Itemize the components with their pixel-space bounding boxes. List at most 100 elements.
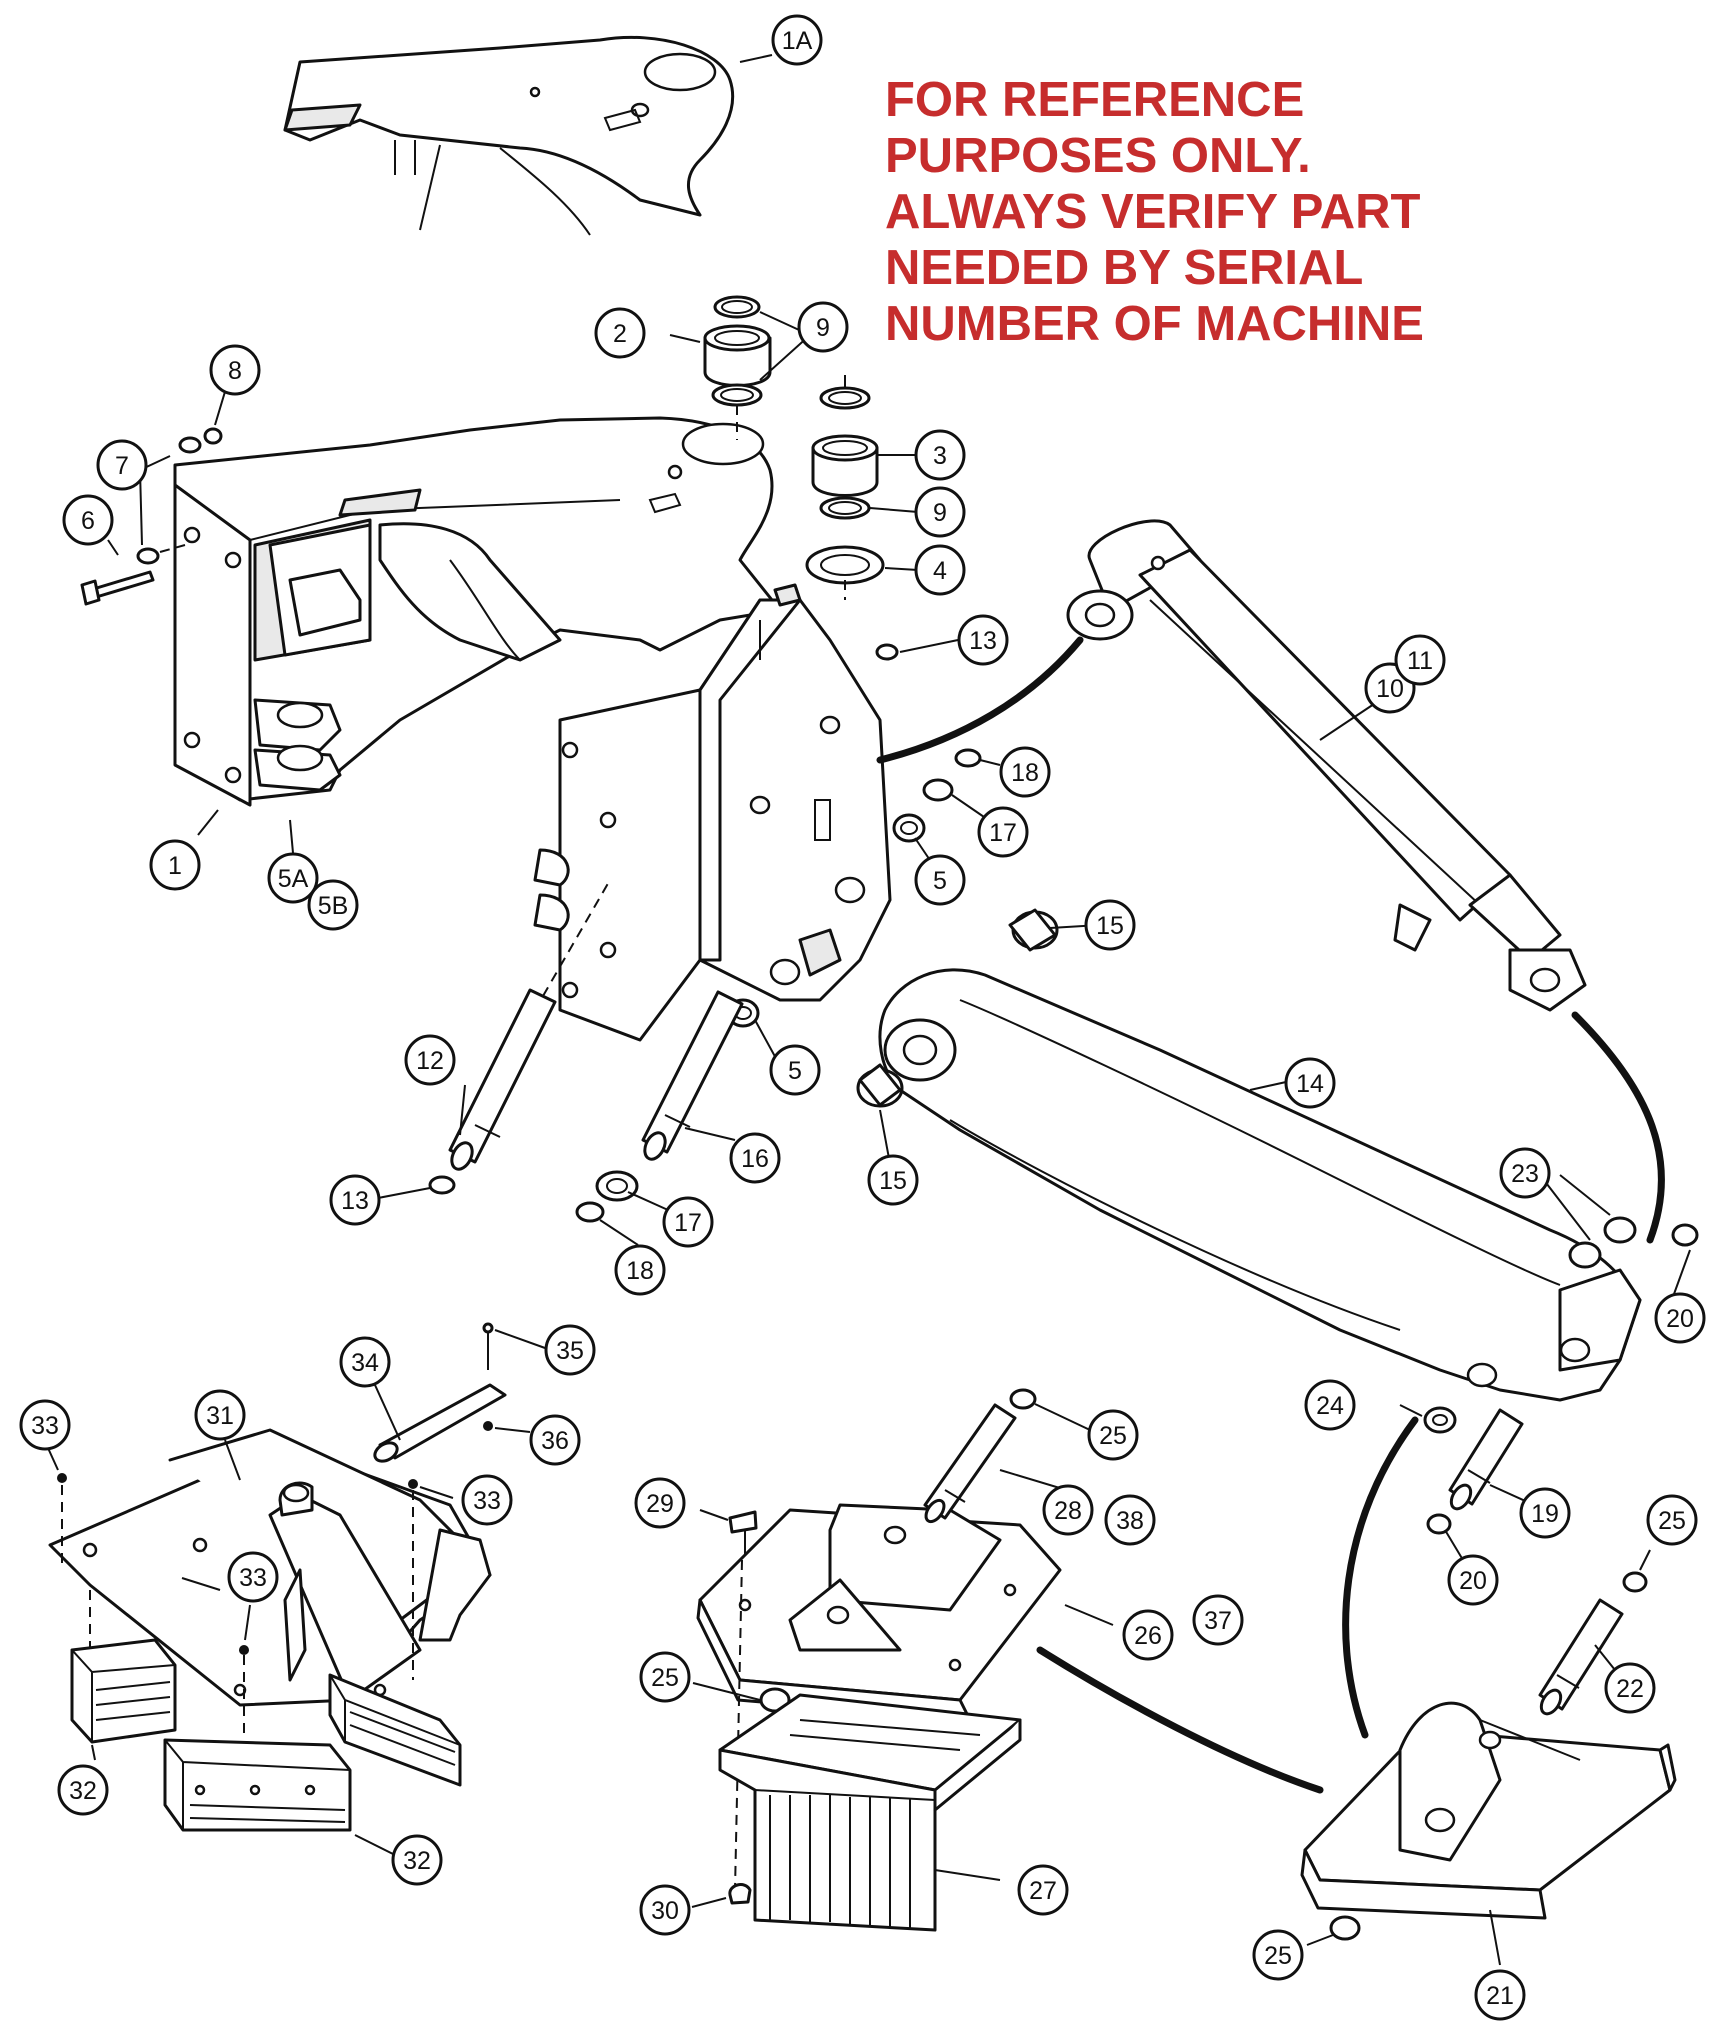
svg-text:25: 25 bbox=[1099, 1422, 1127, 1450]
svg-text:8: 8 bbox=[228, 357, 242, 385]
mount-plate-21 bbox=[1300, 1571, 1677, 1941]
callout-13-lower: 13 bbox=[329, 1174, 381, 1226]
svg-text:27: 27 bbox=[1029, 1877, 1057, 1905]
svg-text:18: 18 bbox=[626, 1257, 654, 1285]
callout-27: 27 bbox=[1017, 1864, 1069, 1916]
callout-33-right: 33 bbox=[461, 1474, 513, 1526]
callout-7: 7 bbox=[96, 439, 148, 491]
svg-text:33: 33 bbox=[473, 1487, 501, 1515]
callout-5-upper: 5 bbox=[914, 854, 966, 906]
callout-1: 1 bbox=[149, 839, 201, 891]
callout-35: 35 bbox=[544, 1324, 596, 1376]
svg-text:15: 15 bbox=[1096, 912, 1124, 940]
callout-19: 19 bbox=[1519, 1487, 1571, 1539]
callouts: 1A 2 9 3 9 4 13 18 17 5 5 10 11 15 15 14… bbox=[19, 14, 1706, 2021]
callout-36: 36 bbox=[529, 1414, 581, 1466]
svg-text:5: 5 bbox=[788, 1057, 802, 1085]
svg-text:32: 32 bbox=[403, 1847, 431, 1875]
main-frame-1 bbox=[173, 416, 782, 807]
notice-line: NEEDED BY SERIAL bbox=[885, 241, 1364, 295]
notice-line: ALWAYS VERIFY PART bbox=[885, 185, 1421, 239]
callout-33-left: 33 bbox=[19, 1399, 71, 1451]
callout-37: 37 bbox=[1192, 1594, 1244, 1646]
callout-34: 34 bbox=[339, 1336, 391, 1388]
callout-15-upper: 15 bbox=[1084, 899, 1136, 951]
notice-line: FOR REFERENCE bbox=[885, 73, 1305, 127]
callout-20-lower: 20 bbox=[1447, 1554, 1499, 1606]
callout-30: 30 bbox=[639, 1884, 691, 1936]
svg-text:10: 10 bbox=[1376, 675, 1404, 703]
callout-31: 31 bbox=[194, 1389, 246, 1441]
callout-18-lower: 18 bbox=[614, 1244, 666, 1296]
svg-text:25: 25 bbox=[1658, 1507, 1686, 1535]
bushing-stack bbox=[703, 295, 885, 600]
callout-5b: 5B bbox=[307, 879, 359, 931]
callout-25-top: 25 bbox=[1087, 1409, 1139, 1461]
callout-17-upper: 17 bbox=[977, 806, 1029, 858]
swing-tower-bracket bbox=[533, 583, 892, 1042]
callout-11: 11 bbox=[1394, 634, 1446, 686]
callout-28: 28 bbox=[1042, 1484, 1094, 1536]
callout-14: 14 bbox=[1284, 1057, 1336, 1109]
callout-9-lower: 9 bbox=[914, 486, 966, 538]
frame-inset-1a bbox=[283, 35, 735, 236]
callout-26: 26 bbox=[1122, 1609, 1174, 1661]
svg-text:13: 13 bbox=[341, 1187, 369, 1215]
svg-text:25: 25 bbox=[651, 1664, 679, 1692]
callout-17-lower: 17 bbox=[662, 1196, 714, 1248]
callout-8: 8 bbox=[209, 344, 261, 396]
callout-24: 24 bbox=[1304, 1379, 1356, 1431]
svg-text:4: 4 bbox=[933, 557, 947, 585]
svg-text:33: 33 bbox=[31, 1412, 59, 1440]
callout-1a: 1A bbox=[771, 14, 823, 66]
callout-12: 12 bbox=[404, 1034, 456, 1086]
assembly-guide-lines bbox=[876, 636, 1665, 1794]
svg-text:1A: 1A bbox=[782, 27, 813, 55]
svg-text:35: 35 bbox=[556, 1337, 584, 1365]
callout-25-left: 25 bbox=[639, 1651, 691, 1703]
callout-38: 38 bbox=[1104, 1494, 1156, 1546]
svg-text:24: 24 bbox=[1316, 1392, 1344, 1420]
callout-20-upper: 20 bbox=[1654, 1292, 1706, 1344]
callout-32-right: 32 bbox=[391, 1834, 443, 1886]
svg-text:36: 36 bbox=[541, 1427, 569, 1455]
callout-25-right: 25 bbox=[1646, 1494, 1698, 1546]
svg-text:25: 25 bbox=[1264, 1942, 1292, 1970]
svg-text:17: 17 bbox=[989, 819, 1017, 847]
callout-25-bottom: 25 bbox=[1252, 1929, 1304, 1981]
callout-18-upper: 18 bbox=[999, 746, 1051, 798]
callout-22: 22 bbox=[1604, 1662, 1656, 1714]
svg-text:11: 11 bbox=[1407, 647, 1433, 675]
svg-text:21: 21 bbox=[1486, 1982, 1514, 2010]
callout-5-lower: 5 bbox=[769, 1044, 821, 1096]
callout-13-upper: 13 bbox=[957, 614, 1009, 666]
reference-notice: FOR REFERENCE PURPOSES ONLY. ALWAYS VERI… bbox=[885, 72, 1585, 352]
svg-text:16: 16 bbox=[741, 1145, 769, 1173]
boom-arm-14 bbox=[856, 908, 1699, 1434]
svg-text:37: 37 bbox=[1204, 1607, 1232, 1635]
svg-text:31: 31 bbox=[206, 1402, 234, 1430]
mount-26-pad-27 bbox=[696, 1388, 1062, 1932]
svg-text:7: 7 bbox=[115, 452, 129, 480]
callout-29: 29 bbox=[634, 1477, 686, 1529]
callout-4: 4 bbox=[914, 544, 966, 596]
pin-19 bbox=[1426, 1408, 1524, 1535]
small-hardware bbox=[80, 427, 982, 1223]
svg-text:19: 19 bbox=[1531, 1500, 1559, 1528]
svg-text:38: 38 bbox=[1116, 1507, 1144, 1535]
svg-text:15: 15 bbox=[879, 1167, 907, 1195]
svg-text:5B: 5B bbox=[318, 892, 349, 920]
callout-32-left: 32 bbox=[57, 1764, 109, 1816]
svg-text:1: 1 bbox=[168, 852, 182, 880]
callout-23: 23 bbox=[1499, 1147, 1551, 1199]
svg-text:17: 17 bbox=[674, 1209, 702, 1237]
svg-text:20: 20 bbox=[1459, 1567, 1487, 1595]
svg-text:18: 18 bbox=[1011, 759, 1039, 787]
svg-text:30: 30 bbox=[651, 1897, 679, 1925]
svg-text:29: 29 bbox=[646, 1490, 674, 1518]
callout-2: 2 bbox=[594, 307, 646, 359]
callout-3: 3 bbox=[914, 429, 966, 481]
svg-text:3: 3 bbox=[933, 442, 947, 470]
